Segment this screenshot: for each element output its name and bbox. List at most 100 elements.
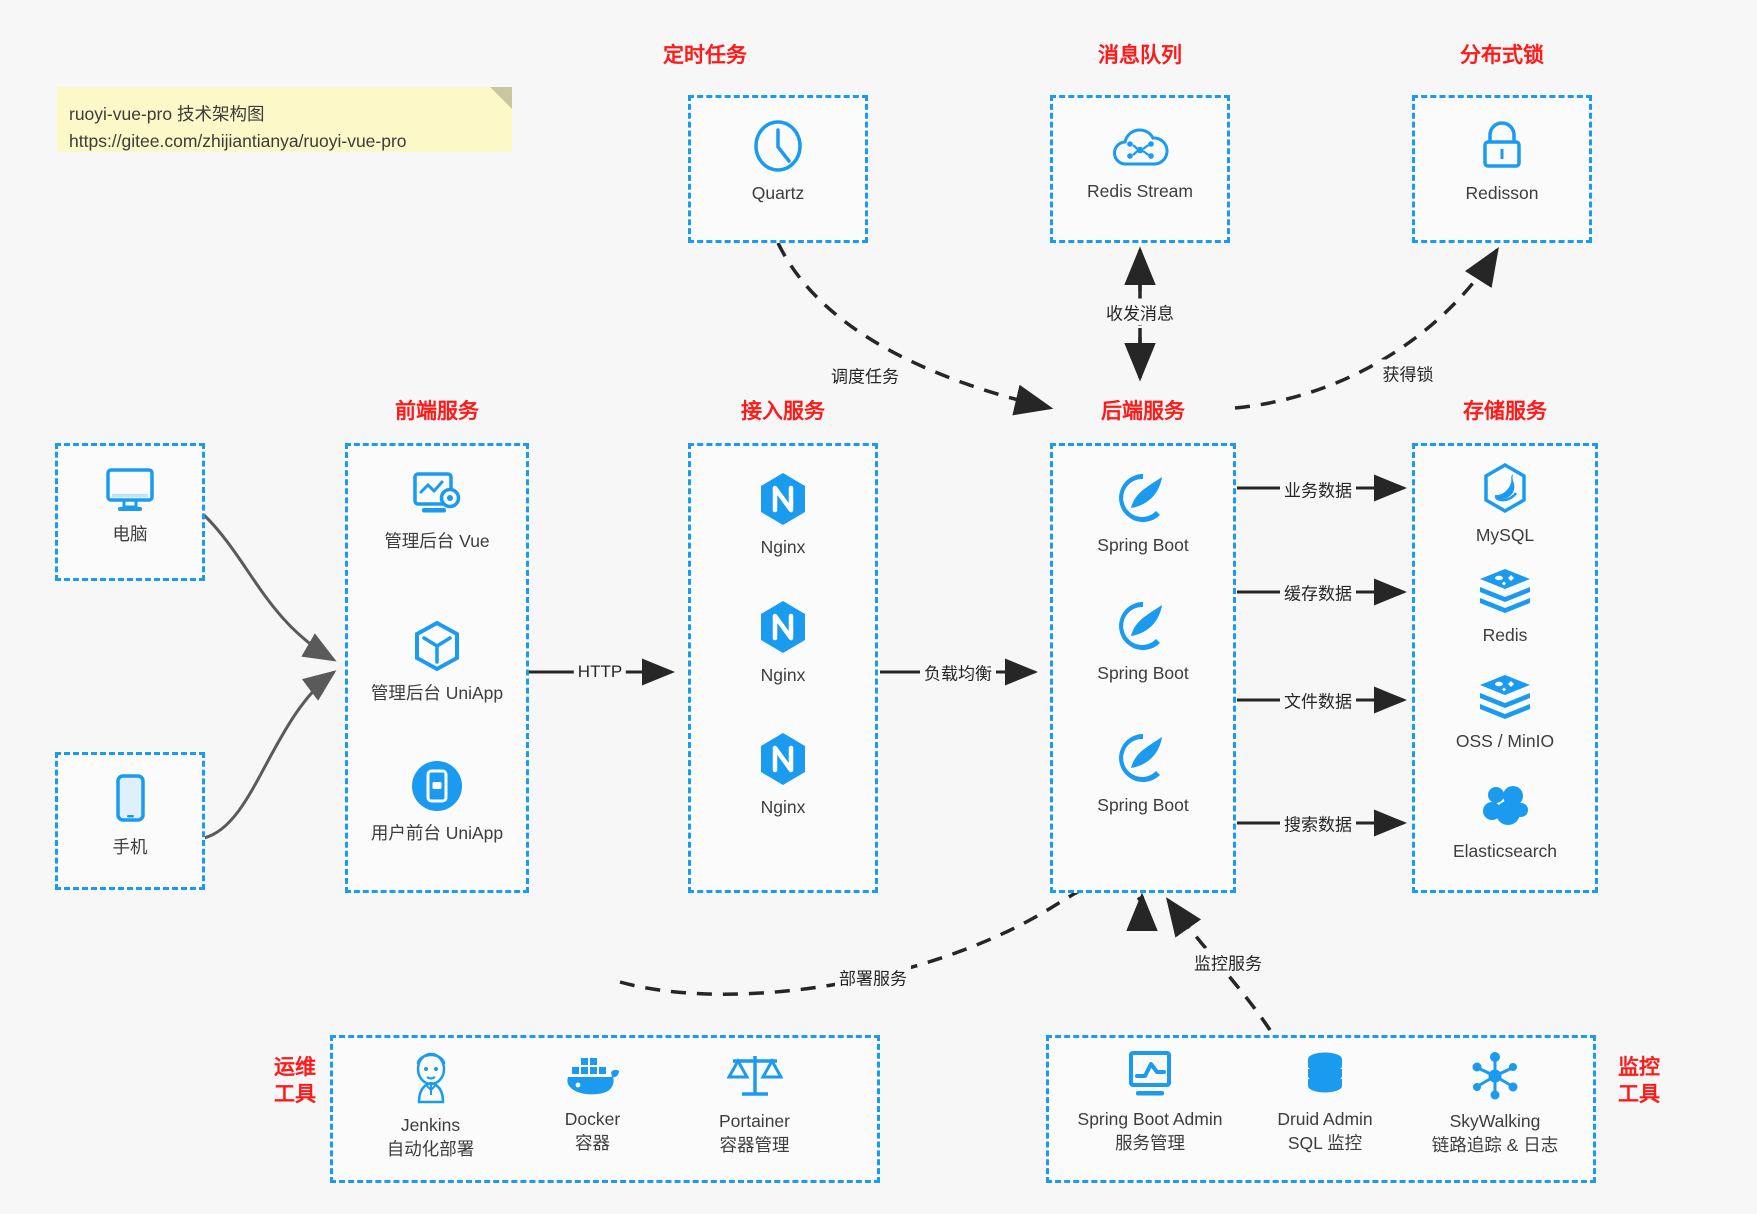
cloud-stream-icon [1113, 128, 1169, 166]
edge-label-file-data: 文件数据 [1280, 686, 1356, 714]
database-icon [1308, 1052, 1342, 1093]
unit-label: Jenkins 自动化部署 [386, 1115, 475, 1159]
unit-druid-admin: Druid Admin SQL 监控 [1245, 1050, 1405, 1155]
redis-stack-icon [1480, 569, 1530, 613]
unit-portainer: Portainer 容器管理 [672, 1050, 837, 1157]
unit-admin-uniapp: 管理后台 UniApp [355, 618, 519, 705]
nginx-icon [761, 601, 805, 653]
unit-elasticsearch: Elasticsearch [1422, 782, 1588, 863]
unit-nginx-2: Nginx [700, 598, 866, 687]
edge-label-deploy-service: 部署服务 [835, 963, 911, 991]
clock-icon [754, 120, 802, 172]
unit-label: Docker 容器 [564, 1109, 621, 1153]
spring-boot-icon [1119, 474, 1162, 522]
unit-admin-vue: 管理后台 Vue [355, 470, 519, 553]
unit-desktop: 电脑 [70, 465, 190, 546]
edge-label-schedule-task: 调度任务 [827, 361, 903, 389]
unit-spring-boot-admin: Spring Boot Admin 服务管理 [1055, 1050, 1245, 1155]
nginx-icon [761, 733, 805, 785]
unit-label: Redis Stream [1086, 181, 1193, 201]
group-box-mq [1050, 95, 1230, 243]
redis-stack-icon [1480, 675, 1530, 719]
unit-nginx-1: Nginx [700, 470, 866, 559]
edge-label-search-data: 搜索数据 [1280, 809, 1356, 837]
unit-oss-minio: OSS / MinIO [1422, 672, 1588, 753]
scales-icon [726, 1056, 783, 1096]
unit-label: Spring Boot [1097, 535, 1189, 555]
unit-label: Nginx [760, 537, 806, 557]
spring-boot-icon [1119, 734, 1162, 782]
unit-user-uniapp: 用户前台 UniApp [355, 758, 519, 845]
unit-docker: Docker 容器 [510, 1050, 675, 1155]
group-title-scheduler: 定时任务 [663, 44, 747, 67]
skywalking-icon [1472, 1052, 1518, 1100]
unit-nginx-3: Nginx [700, 730, 866, 819]
mobile-phone-icon [116, 774, 145, 822]
unit-label: Nginx [760, 665, 806, 685]
group-box-gateway [688, 443, 878, 893]
unit-label: 电脑 [112, 524, 148, 544]
spring-boot-icon [1119, 602, 1162, 650]
group-title-monitor: 监控 工具 [1618, 1056, 1660, 1106]
unit-label: SkyWalking 链路追踪 & 日志 [1431, 1111, 1559, 1155]
edge-label-http: HTTP [573, 661, 627, 683]
unit-label: Elasticsearch [1452, 841, 1558, 861]
group-title-devops: 运维 工具 [274, 1056, 316, 1106]
unit-redisson: Redisson [1427, 118, 1577, 205]
unit-label: OSS / MinIO [1455, 731, 1555, 751]
group-title-storage: 存储服务 [1463, 400, 1547, 423]
unit-label: 管理后台 Vue [384, 531, 490, 551]
mobile-circle-icon [412, 761, 462, 811]
diagram-note: ruoyi-vue-pro 技术架构图 https://gitee.com/zh… [57, 87, 512, 152]
edge-label-acquire-lock: 获得锁 [1378, 359, 1438, 387]
unit-label: Spring Boot Admin 服务管理 [1077, 1109, 1223, 1153]
group-title-frontend: 前端服务 [395, 400, 479, 423]
group-box-lock [1412, 95, 1592, 243]
mysql-dolphin-icon [1484, 462, 1526, 514]
unit-spring-boot-2: Spring Boot [1060, 598, 1226, 685]
elasticsearch-icon [1483, 786, 1528, 825]
lock-icon [1483, 121, 1521, 168]
desktop-monitor-icon [106, 468, 154, 511]
note-title: ruoyi-vue-pro 技术架构图 [69, 104, 265, 124]
unit-label: Redisson [1465, 183, 1539, 203]
dashboard-gear-icon [413, 472, 461, 513]
monitor-chart-icon [1129, 1051, 1171, 1096]
group-title-lock: 分布式锁 [1460, 44, 1544, 67]
group-title-backend: 后端服务 [1101, 400, 1185, 423]
group-title-gateway: 接入服务 [741, 400, 825, 423]
unit-label: Quartz [751, 183, 805, 203]
unit-label: 管理后台 UniApp [370, 683, 504, 703]
edge-label-cache-data: 缓存数据 [1280, 578, 1356, 606]
unit-mobile: 手机 [70, 772, 190, 859]
unit-label: Nginx [760, 797, 806, 817]
edge-label-send-receive-message: 收发消息 [1102, 298, 1178, 326]
nginx-icon [761, 473, 805, 525]
note-fold-corner [490, 87, 512, 109]
unit-label: Spring Boot [1097, 663, 1189, 683]
unit-redis-stream: Redis Stream [1065, 120, 1215, 203]
jenkins-butler-icon [416, 1052, 445, 1104]
unit-redis: Redis [1422, 566, 1588, 647]
unit-label: MySQL [1475, 525, 1535, 545]
edge-label-monitor-service: 监控服务 [1190, 948, 1266, 976]
group-box-client-desktop [55, 443, 205, 581]
hex-cube-icon [415, 620, 459, 672]
docker-whale-icon [566, 1058, 619, 1095]
unit-spring-boot-3: Spring Boot [1060, 730, 1226, 817]
unit-spring-boot-1: Spring Boot [1060, 470, 1226, 557]
unit-jenkins: Jenkins 自动化部署 [348, 1050, 513, 1161]
unit-quartz: Quartz [703, 118, 853, 205]
edge-label-business-data: 业务数据 [1280, 475, 1356, 503]
unit-skywalking: SkyWalking 链路追踪 & 日志 [1400, 1050, 1590, 1157]
edge-label-load-balance: 负载均衡 [920, 658, 996, 686]
unit-label: 用户前台 UniApp [370, 823, 504, 843]
unit-label: 手机 [112, 837, 148, 857]
unit-label: Spring Boot [1097, 795, 1189, 815]
note-url: https://gitee.com/zhijiantianya/ruoyi-vu… [69, 131, 407, 151]
group-title-mq: 消息队列 [1098, 44, 1182, 67]
unit-label: Redis [1482, 625, 1528, 645]
unit-mysql: MySQL [1422, 462, 1588, 547]
unit-label: Druid Admin SQL 监控 [1277, 1109, 1373, 1153]
